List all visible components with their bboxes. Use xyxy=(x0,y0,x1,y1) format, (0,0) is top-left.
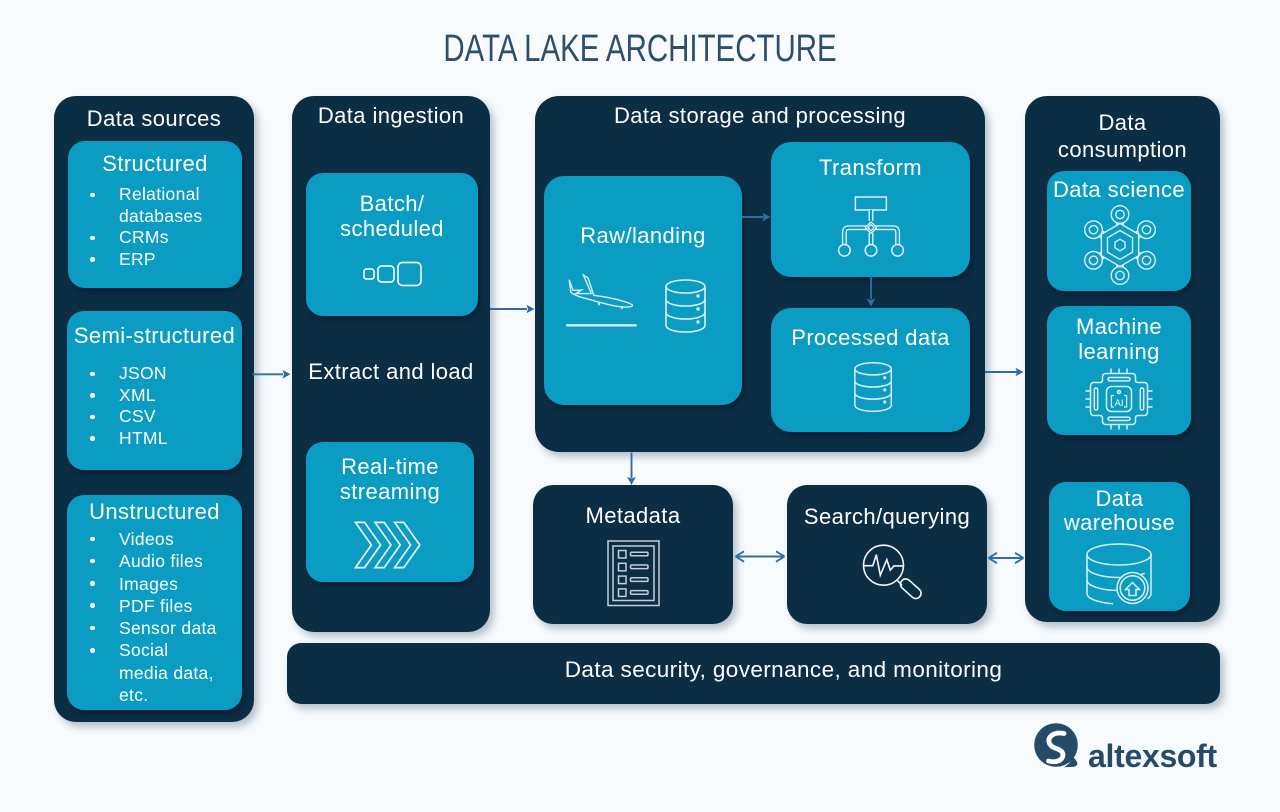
svg-text:AI: AI xyxy=(1115,398,1124,409)
